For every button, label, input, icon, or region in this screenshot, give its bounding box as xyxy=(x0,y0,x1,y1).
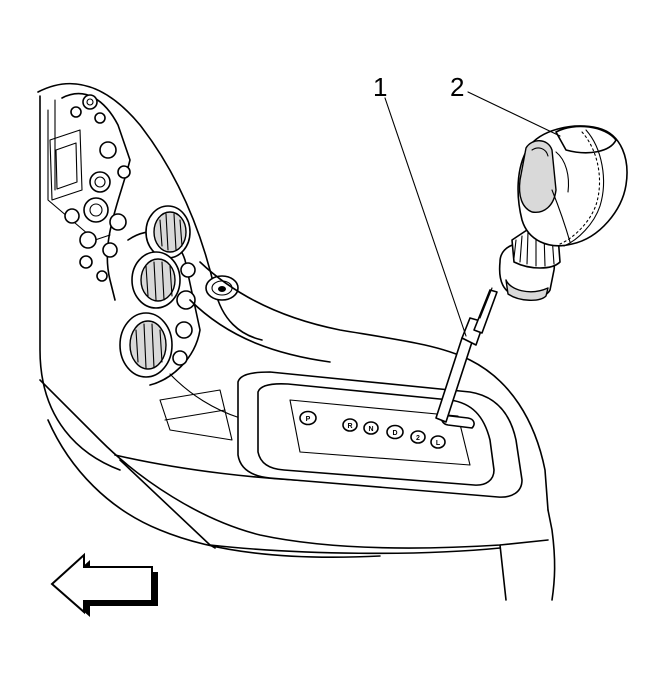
shift-knob xyxy=(498,125,628,301)
shifter-bezel xyxy=(237,371,523,498)
tool xyxy=(435,287,498,423)
leader-lines xyxy=(384,91,561,337)
power-outlet xyxy=(205,275,239,301)
svg-text:P: P xyxy=(306,416,311,423)
leader-line-1 xyxy=(384,97,467,337)
svg-text:D: D xyxy=(392,430,397,437)
gear-position-n: N xyxy=(363,421,379,435)
svg-text:N: N xyxy=(368,426,373,433)
callout-1: 1 xyxy=(373,72,387,102)
gear-indicator: P R N D 2 L xyxy=(299,410,446,449)
center-console xyxy=(39,261,556,601)
gear-position-2: 2 xyxy=(410,430,426,444)
climate-dials xyxy=(119,205,201,386)
radio-knobs xyxy=(64,94,131,282)
arrow-left-icon xyxy=(50,552,158,617)
svg-text:R: R xyxy=(347,423,352,430)
callout-2: 2 xyxy=(450,72,464,102)
gear-position-l: L xyxy=(430,435,446,449)
leader-line-2 xyxy=(467,91,561,137)
gear-position-d: D xyxy=(386,424,404,440)
svg-text:2: 2 xyxy=(416,435,420,442)
svg-text:L: L xyxy=(436,440,441,447)
gear-position-r: R xyxy=(342,418,358,432)
gear-position-p: P xyxy=(299,410,317,426)
